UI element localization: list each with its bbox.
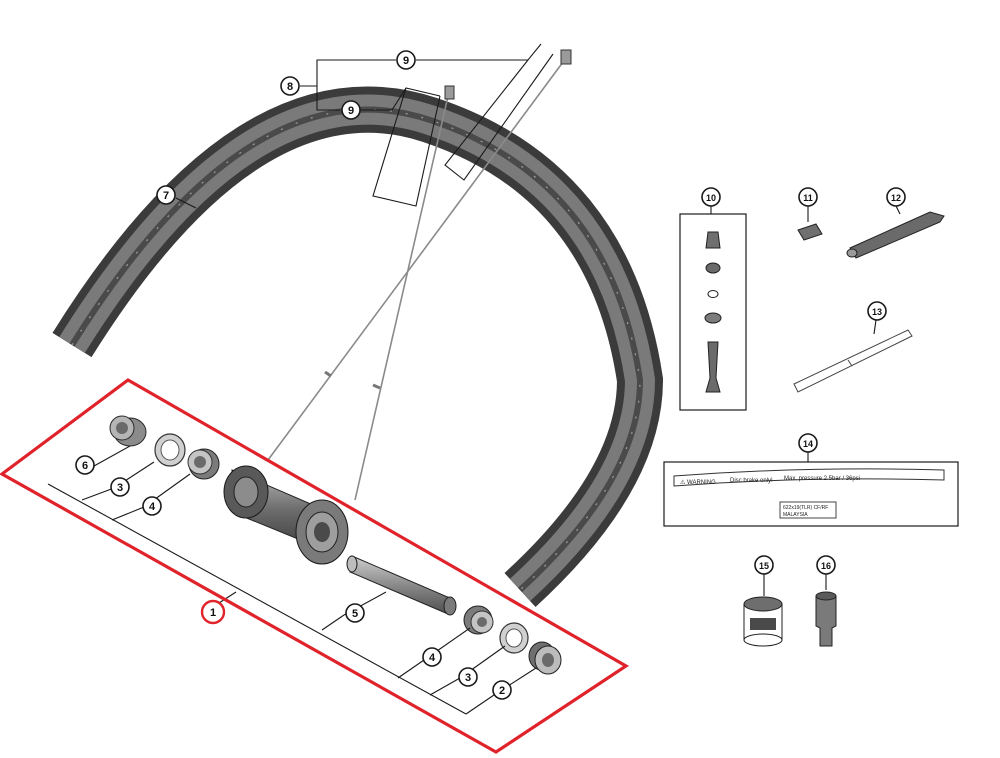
- callout-15: 15: [754, 555, 774, 575]
- svg-text:1: 1: [210, 607, 216, 619]
- end-cap-part: [109, 415, 147, 447]
- svg-text:16: 16: [821, 561, 831, 571]
- svg-text:3: 3: [117, 482, 123, 494]
- svg-text:6: 6: [82, 460, 88, 472]
- svg-text:4: 4: [149, 501, 156, 513]
- svg-text:13: 13: [872, 307, 882, 317]
- svg-text:4: 4: [429, 652, 436, 664]
- callout-14: 14: [798, 433, 818, 453]
- spoke-wrench-part: [846, 205, 945, 259]
- sticker-warning: ⚠ WARNING: [680, 479, 716, 486]
- locknut-part: [528, 641, 562, 675]
- sticker-code-line1: 622x19(TLR) CF/RF: [783, 505, 828, 511]
- svg-text:5: 5: [352, 608, 358, 620]
- rim-sticker-box: ⚠ WARNING Disc brake only! Max. pressure…: [663, 452, 959, 527]
- washer-left-part: [154, 433, 186, 467]
- svg-text:7: 7: [163, 190, 169, 202]
- bearing-left-part: [187, 448, 220, 480]
- nipple-part: [797, 206, 823, 241]
- callout-9-bottom: 9: [341, 100, 361, 120]
- rim-tape-part: [793, 319, 913, 393]
- svg-text:14: 14: [803, 439, 813, 449]
- spoke-nipple-head-short: [444, 85, 455, 100]
- callout-7: 7: [156, 185, 176, 205]
- callout-4-left: 4: [142, 496, 162, 516]
- adapter-tool-part: [815, 574, 837, 647]
- sticker-code-line2: MALAYSIA: [783, 512, 808, 518]
- svg-text:15: 15: [759, 561, 769, 571]
- sticker-line2: Max. pressure 2.5bar / 36psi: [784, 476, 860, 482]
- callout-4-right: 4: [422, 647, 442, 667]
- callout-badges: 1 2 3 3 4 4 5 6: [75, 50, 906, 700]
- hub-parts: [109, 415, 562, 675]
- hub-body-part: [223, 465, 349, 565]
- callout-1: 1: [200, 599, 226, 625]
- callout-6: 6: [75, 455, 95, 475]
- sticker-line1: Disc brake only!: [730, 478, 773, 484]
- spokes: [267, 49, 572, 501]
- rim: [52, 86, 664, 607]
- bearing-right-part: [463, 605, 494, 635]
- svg-text:12: 12: [891, 193, 901, 203]
- callout-12: 12: [886, 187, 906, 207]
- callout-16: 16: [816, 555, 836, 575]
- grease-part: [743, 574, 783, 647]
- svg-text:3: 3: [465, 672, 471, 684]
- svg-text:9: 9: [403, 55, 409, 67]
- callout-2: 2: [492, 680, 512, 700]
- callout-10: 10: [701, 187, 721, 207]
- spoke-nipple-head-long: [560, 49, 572, 65]
- svg-text:2: 2: [499, 685, 505, 697]
- callout-8: 8: [280, 76, 300, 96]
- highlight-frame: [0, 378, 630, 754]
- washer-right-part: [499, 622, 529, 654]
- svg-text:11: 11: [803, 193, 813, 203]
- axle-part: [346, 555, 457, 616]
- callout-9-top: 9: [396, 50, 416, 70]
- svg-text:9: 9: [348, 105, 354, 117]
- callout-5: 5: [345, 603, 365, 623]
- valve-set-box: [679, 206, 747, 411]
- svg-text:10: 10: [706, 193, 716, 203]
- svg-text:8: 8: [287, 81, 293, 93]
- callout-3-right: 3: [458, 667, 478, 687]
- callout-11: 11: [798, 187, 818, 207]
- callout-3-left: 3: [110, 477, 130, 497]
- callout-13: 13: [867, 301, 887, 321]
- spoke-callouts: [175, 43, 554, 209]
